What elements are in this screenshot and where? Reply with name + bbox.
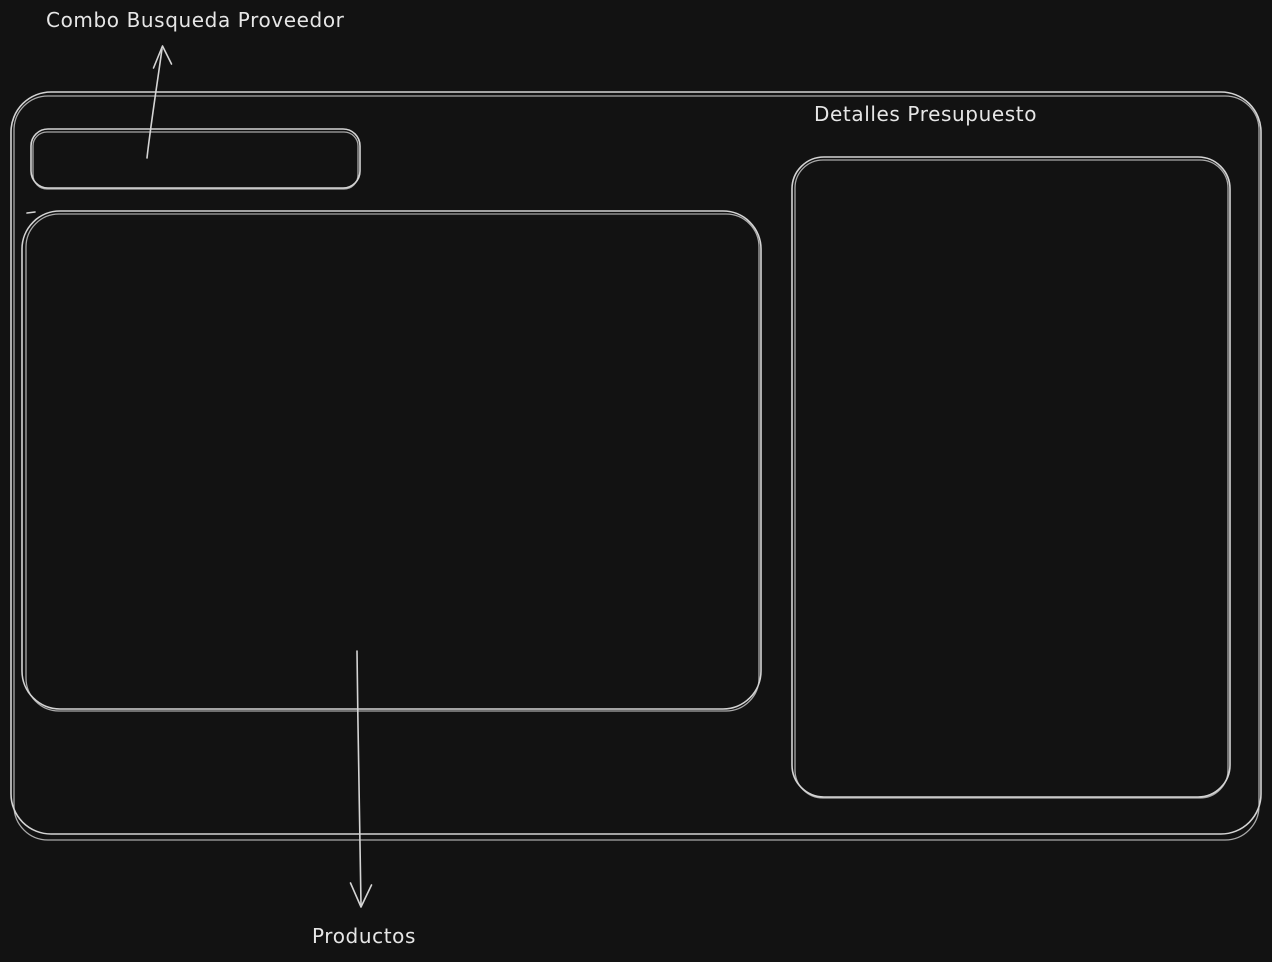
main-window-frame [10,91,1262,841]
annotation-detalles-presupuesto: Detalles Presupuesto [814,102,1038,126]
arrow-to-combo-icon [146,45,173,159]
productos-panel[interactable] [21,210,762,712]
annotation-combo-busqueda-proveedor: Combo Busqueda Proveedor [46,8,345,32]
arrow-to-productos-label-icon [349,650,373,908]
annotation-productos: Productos [312,924,416,948]
stray-mark [26,211,36,214]
combo-busqueda-proveedor-box[interactable] [30,128,361,190]
detalles-presupuesto-panel[interactable] [791,156,1231,799]
